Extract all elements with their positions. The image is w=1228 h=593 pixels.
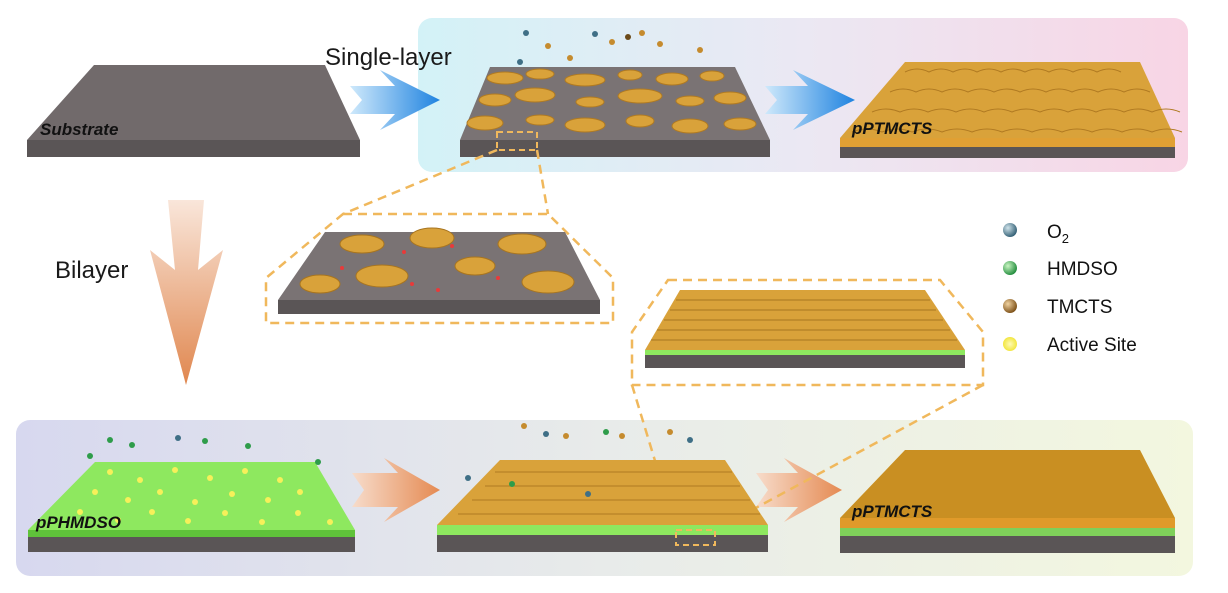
bilayer-label: Bilayer bbox=[55, 257, 128, 284]
legend-item-hmdso: HMDSO bbox=[1003, 259, 1118, 280]
zoom-leader-right bbox=[535, 149, 550, 215]
substrate-slab: Substrate bbox=[27, 65, 360, 157]
precursor-molecules-top bbox=[517, 30, 703, 65]
legend-o2-label: O2 bbox=[1047, 222, 1069, 246]
arrow-bilayer-1 bbox=[352, 458, 440, 522]
film-inset-rows bbox=[651, 299, 957, 341]
pptmcts-bottom-slab: pPTMCTS bbox=[840, 450, 1175, 553]
zoom-region-box bbox=[496, 131, 538, 151]
legend: O2 HMDSO TMCTS Active Site bbox=[1003, 222, 1137, 356]
zoom-active-sites bbox=[340, 244, 500, 292]
tmcts-islands-top bbox=[466, 68, 757, 134]
legend-hmdso-label: HMDSO bbox=[1047, 259, 1118, 280]
precursor-molecules-left bbox=[87, 435, 321, 465]
arrow-bilayer-down bbox=[150, 200, 223, 385]
pphmdso-label: pPHMDSO bbox=[35, 513, 121, 532]
single-layer-label: Single-layer bbox=[325, 44, 452, 71]
tmcts-icon bbox=[1003, 299, 1017, 313]
pptmcts-top-label: pPTMCTS bbox=[851, 119, 933, 138]
legend-item-tmcts: TMCTS bbox=[1003, 297, 1112, 318]
tmcts-film-bumps bbox=[851, 68, 1183, 133]
zoom-inset-slab bbox=[278, 227, 600, 314]
arrow-bilayer-2 bbox=[756, 458, 842, 522]
legend-item-active-site: Active Site bbox=[1003, 335, 1137, 356]
zoom-leader-left bbox=[342, 148, 498, 216]
active-site-icon bbox=[1003, 337, 1017, 351]
zoom-islands bbox=[299, 227, 575, 294]
legend-item-o2: O2 bbox=[1003, 222, 1069, 246]
pptmcts-top-slab: pPTMCTS bbox=[840, 62, 1183, 158]
legend-o2-main: O bbox=[1047, 222, 1062, 243]
bilayer-growth-slab bbox=[437, 423, 768, 552]
o2-icon bbox=[1003, 223, 1017, 237]
substrate-label: Substrate bbox=[40, 120, 118, 139]
active-sites-field bbox=[77, 467, 333, 525]
single-layer-growth-slab bbox=[460, 30, 770, 157]
legend-tmcts-label: TMCTS bbox=[1047, 297, 1112, 318]
film-leader-right bbox=[714, 383, 984, 532]
legend-active-site-label: Active Site bbox=[1047, 335, 1137, 356]
hmdso-icon bbox=[1003, 261, 1017, 275]
film-region-box bbox=[675, 529, 716, 546]
bilayer-growth-texture bbox=[458, 471, 760, 515]
precursor-molecules-middle bbox=[465, 423, 693, 497]
arrow-single-layer-2 bbox=[765, 70, 855, 130]
film-inset-slab bbox=[645, 290, 965, 368]
legend-o2-subscript: 2 bbox=[1062, 231, 1069, 246]
arrow-single-layer-1 bbox=[350, 70, 440, 130]
pptmcts-bottom-label: pPTMCTS bbox=[851, 502, 933, 521]
pphmdso-slab: pPHMDSO bbox=[28, 435, 355, 552]
